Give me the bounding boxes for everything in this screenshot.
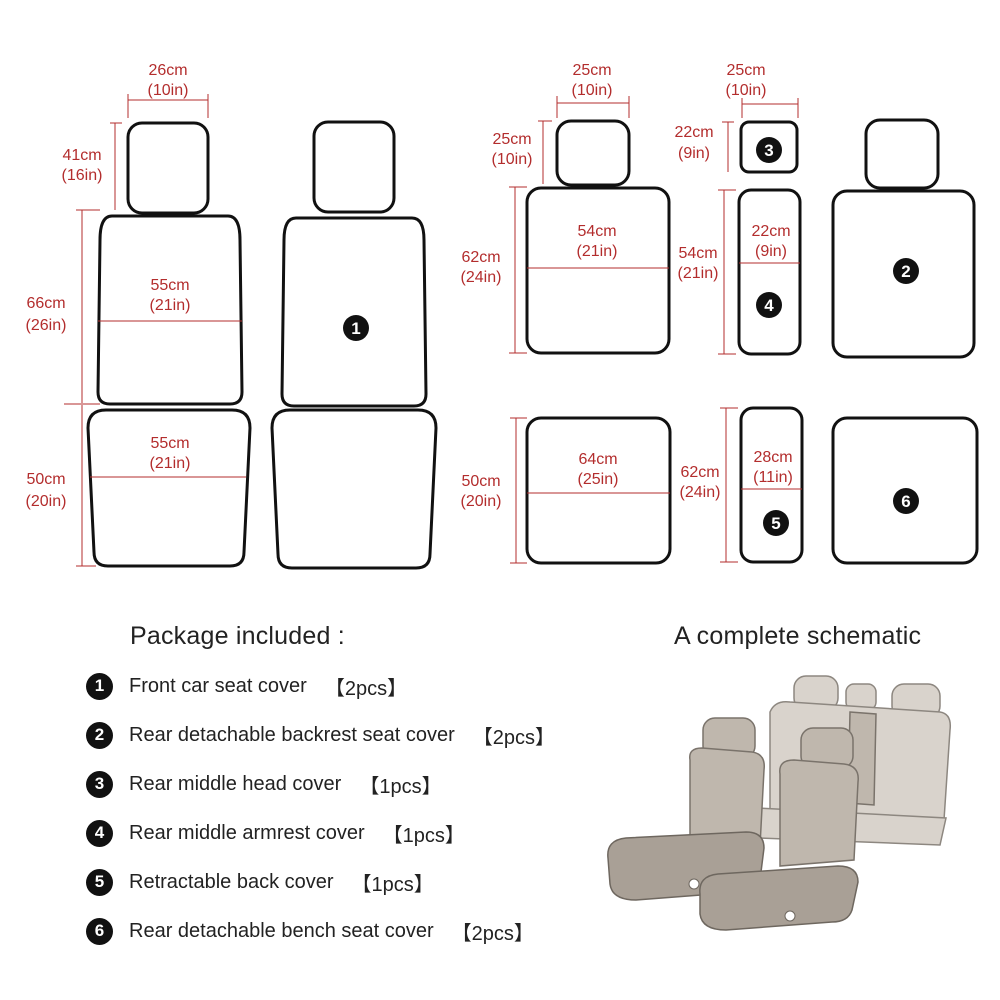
rear-headrest-outline <box>555 119 631 187</box>
list-item: 4 Rear middle armrest cover 【1pcs】 <box>86 818 465 848</box>
front-headrest-outline-2 <box>312 120 396 214</box>
front-backrest-width-cm: 55cm <box>150 277 189 294</box>
item-label: Retractable back cover <box>129 870 334 893</box>
rear-bench-dimensioned: 50cm (20in) 64cm (25in) <box>461 416 672 565</box>
item-label: Rear middle armrest cover <box>129 821 365 844</box>
number-1-icon: 1 <box>86 672 113 700</box>
bench-height-cm: 50cm <box>461 473 500 490</box>
package-included-title: Package included : <box>130 622 345 650</box>
front-headrest-height-in: (16in) <box>62 167 103 184</box>
retract-width-in: (11in) <box>753 469 793 486</box>
item-label: Rear detachable backrest seat cover <box>129 723 455 746</box>
list-item: 5 Retractable back cover 【1pcs】 <box>86 867 434 897</box>
middle-head-height-cm: 22cm <box>674 124 713 141</box>
front-backrest-height-cm: 66cm <box>26 295 65 312</box>
list-item: 3 Rear middle head cover 【1pcs】 <box>86 769 442 799</box>
front-bottom-width-cm: 55cm <box>150 435 189 452</box>
front-bottom-outline-2 <box>270 408 438 570</box>
rear-middle-pieces: 25cm (10in) 22cm (9in) 3 54cm (21in) 22c… <box>674 62 802 356</box>
front-seat-numbered: 1 <box>270 120 438 570</box>
front-headrest-height-cm: 41cm <box>62 147 101 164</box>
retract-height-in: (24in) <box>680 484 721 501</box>
number-6-icon: 6 <box>86 917 113 945</box>
front-backrest-outline <box>96 214 244 406</box>
number-3-icon: 3 <box>86 770 113 798</box>
badge-6-circle <box>893 488 919 514</box>
middle-head-height-in: (9in) <box>678 145 710 162</box>
rear-backrest-width-in: (21in) <box>577 243 618 260</box>
rear-headrest-width-cm: 25cm <box>572 62 611 79</box>
rear-headrest-height-cm: 25cm <box>492 131 531 148</box>
item-quantity: 【2pcs】 <box>472 726 555 749</box>
badge-4: 4 <box>764 296 774 315</box>
number-2-icon: 2 <box>86 721 113 749</box>
bench-width-cm: 64cm <box>578 451 617 468</box>
rear-backrest-outline <box>525 186 671 355</box>
badge-6: 6 <box>901 492 910 511</box>
number-5-icon: 5 <box>86 868 113 896</box>
front-bottom-width-in: (21in) <box>150 455 191 472</box>
retract-height-cm: 62cm <box>680 464 719 481</box>
rear-bench-numbered: 6 <box>831 416 979 565</box>
rear-backrest-height-in: (24in) <box>461 269 502 286</box>
badge-1: 1 <box>351 319 360 338</box>
rear-backrest-dimensioned: 25cm (10in) 25cm (10in) 62cm (24in) 54cm… <box>461 62 671 355</box>
number-4-icon: 4 <box>86 819 113 847</box>
rear-backrest-height-cm: 62cm <box>461 249 500 266</box>
front-bottom-height-in: (20in) <box>26 493 67 510</box>
list-item: 6 Rear detachable bench seat cover 【2pcs… <box>86 916 534 946</box>
rear-backrest-width-cm: 54cm <box>577 223 616 240</box>
front-bottom-height-cm: 50cm <box>26 471 65 488</box>
item-quantity: 【1pcs】 <box>351 873 434 896</box>
front-bottom-outline <box>86 408 252 568</box>
list-item: 2 Rear detachable backrest seat cover 【2… <box>86 720 555 750</box>
front-seat-dimensioned: 26cm (10in) 41cm (16in) 66cm (26in) 55cm… <box>26 62 252 568</box>
schematic-title: A complete schematic <box>674 622 922 650</box>
armrest-height-cm: 54cm <box>678 245 717 262</box>
badge-2: 2 <box>901 262 910 281</box>
item-quantity: 【1pcs】 <box>359 775 442 798</box>
front-backrest-height-in: (26in) <box>26 317 67 334</box>
armrest-height-in: (21in) <box>678 265 719 282</box>
item-quantity: 【2pcs】 <box>451 922 534 945</box>
armrest-width-in: (9in) <box>755 243 787 260</box>
front-headrest-width-in: (10in) <box>148 82 189 99</box>
badge-5: 5 <box>771 514 780 533</box>
armrest-width-cm: 22cm <box>751 223 790 240</box>
rear-bench-outline <box>525 416 672 565</box>
item-quantity: 【2pcs】 <box>324 677 408 700</box>
badge-4-circle <box>756 292 782 318</box>
middle-head-width-cm: 25cm <box>726 62 765 79</box>
item-quantity: 【1pcs】 <box>382 824 465 847</box>
rear-headrest-height-in: (10in) <box>492 151 533 168</box>
front-headrest-width-cm: 26cm <box>148 62 187 79</box>
rear-backrest-numbered: 2 <box>831 118 976 359</box>
rear-headrest-width-in: (10in) <box>572 82 613 99</box>
badge-2-circle <box>893 258 919 284</box>
badge-1-circle <box>343 315 369 341</box>
retractable-back: 62cm (24in) 28cm (11in) 5 <box>680 406 804 564</box>
complete-schematic-illustration <box>607 675 952 931</box>
retract-width-cm: 28cm <box>753 449 792 466</box>
list-item: 1 Front car seat cover 【2pcs】 <box>86 671 407 701</box>
armrest-outline <box>737 188 802 356</box>
bench-height-in: (20in) <box>461 493 502 510</box>
item-label: Rear middle head cover <box>129 772 342 795</box>
bench-width-in: (25in) <box>578 471 619 488</box>
front-backrest-width-in: (21in) <box>150 297 191 314</box>
front-backrest-outline-2 <box>280 216 428 408</box>
badge-3-circle <box>756 137 782 163</box>
middle-head-width-in: (10in) <box>726 82 767 99</box>
badge-3: 3 <box>764 141 773 160</box>
front-headrest-outline <box>126 121 210 215</box>
badge-5-circle <box>763 510 789 536</box>
item-label: Front car seat cover <box>129 674 307 697</box>
rear-headrest-outline-2 <box>864 118 940 190</box>
item-label: Rear detachable bench seat cover <box>129 919 434 942</box>
